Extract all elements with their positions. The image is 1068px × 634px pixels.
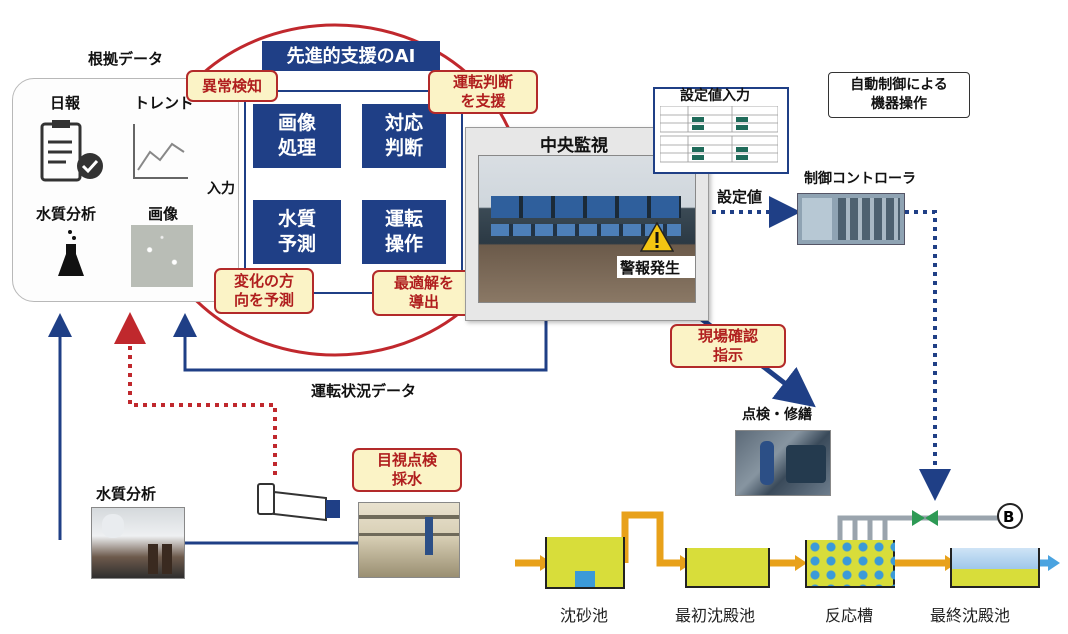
operation-data-label: 運転状況データ	[311, 382, 417, 400]
evidence-panel	[12, 78, 239, 302]
anomaly-detection-badge: 異常検知	[186, 70, 278, 102]
primary-tank-label: 最初沈殿池	[675, 606, 756, 625]
reactor-tank	[805, 540, 895, 588]
grit-tank-label: 沈砂池	[560, 606, 609, 625]
image-label: 画像	[148, 205, 179, 223]
primary-tank	[685, 548, 770, 588]
setpoint-panel-title: 設定値入力	[680, 88, 750, 104]
ai-title: 先進的支援のAI	[262, 41, 440, 71]
trend-label: トレンド	[134, 94, 195, 112]
final-tank	[950, 548, 1040, 588]
evidence-title: 根拠データ	[88, 50, 164, 68]
onsite-check-badge: 現場確認 指示	[670, 324, 786, 368]
camera-feed-dotted	[114, 312, 277, 475]
warning-icon	[639, 221, 675, 252]
alarm-label: 警報発生	[620, 259, 681, 277]
air-pipe	[837, 515, 1000, 540]
flask-icon	[56, 228, 86, 280]
lower-water-quality-label: 水質分析	[96, 485, 157, 503]
operation-data-line	[173, 313, 548, 372]
water-quality-label: 水質分析	[36, 205, 97, 223]
final-tank-label: 最終沈殿池	[930, 606, 1011, 625]
operation-box: 運転 操作	[362, 200, 446, 264]
site-photo	[358, 502, 460, 578]
valve-icon	[912, 510, 925, 526]
svg-text:B: B	[1003, 508, 1014, 526]
setpoint-table	[659, 105, 779, 164]
inspection-photo	[735, 430, 831, 496]
lab-photo	[91, 507, 185, 579]
camera-icon	[256, 480, 344, 526]
change-prediction-badge: 変化の方 向を予測	[214, 268, 314, 314]
central-monitor-title: 中央監視	[540, 136, 608, 156]
visual-inspection-badge: 目視点検 採水	[352, 448, 462, 492]
decision-support-badge: 運転判断 を支援	[428, 70, 538, 114]
grit-tank	[545, 537, 625, 589]
optimal-solution-badge: 最適解を 導出	[372, 270, 476, 316]
reactor-tank-label: 反応槽	[825, 606, 874, 625]
setpoint-panel	[653, 87, 789, 174]
setpoint-label: 設定値	[717, 188, 763, 206]
particle-image	[131, 225, 193, 287]
image-processing-box: 画像 処理	[253, 104, 341, 168]
controller-device	[797, 193, 905, 245]
response-judgment-box: 対応 判断	[362, 104, 446, 168]
input-label: 入力	[207, 181, 235, 197]
alarm-label-bg	[617, 256, 695, 278]
blower-icon	[997, 503, 1023, 529]
inspection-label: 点検・修繕	[742, 407, 812, 423]
daily-report-label: 日報	[50, 94, 81, 112]
controller-label: 制御コントローラ	[804, 171, 916, 187]
controller-dotted-line	[905, 210, 951, 501]
trend-chart-icon	[130, 122, 190, 182]
water-quality-prediction-box: 水質 予測	[253, 200, 341, 264]
auto-control-badge: 自動制御による 機器操作	[828, 72, 970, 118]
clipboard-check-icon	[38, 120, 108, 186]
